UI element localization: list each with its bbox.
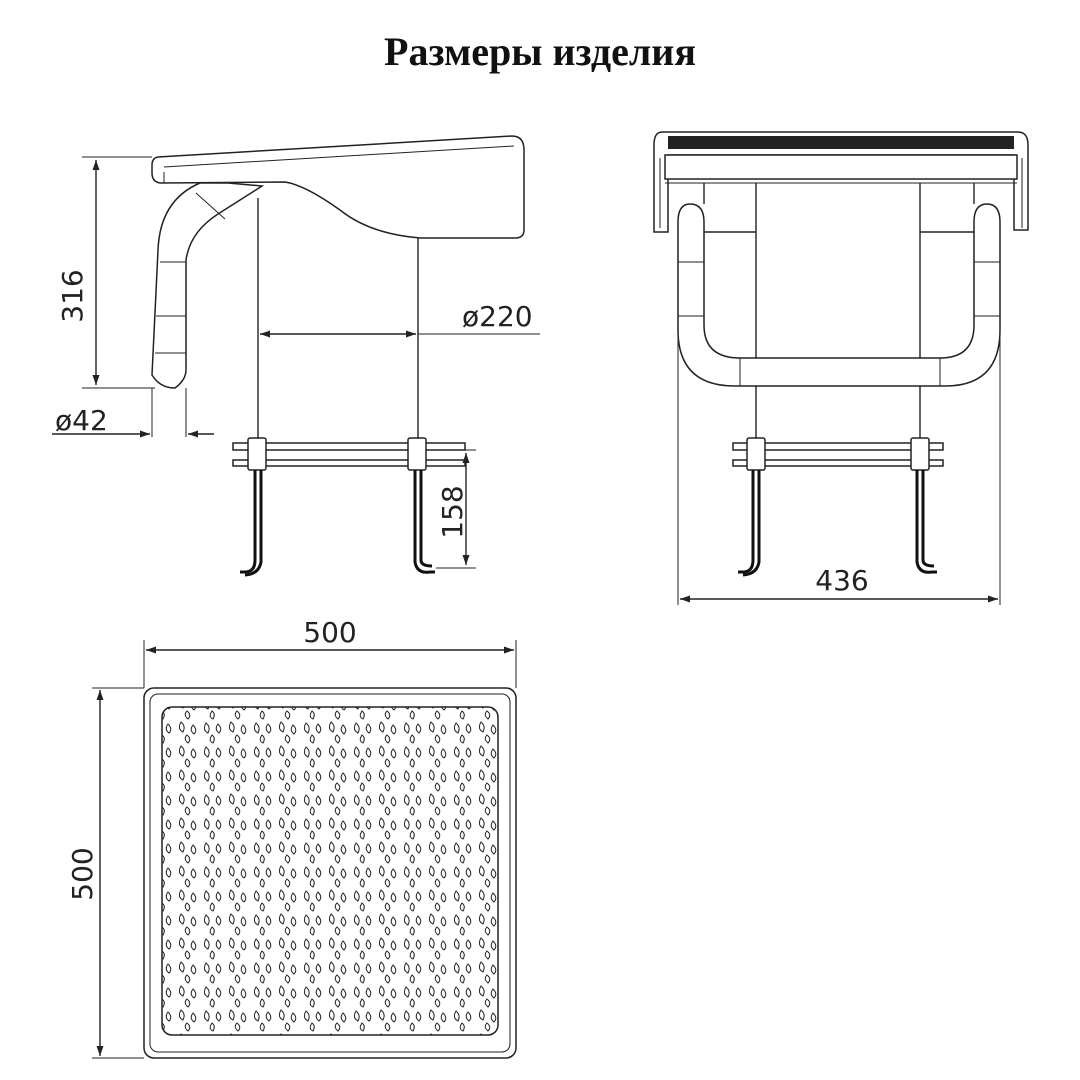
dim-316-label: 316 xyxy=(56,269,89,322)
dim-158-label: 158 xyxy=(436,485,469,538)
front-u-frame xyxy=(677,203,1001,387)
dim-42-label: 42 xyxy=(72,404,108,437)
dim-220-label: 220 xyxy=(479,300,532,333)
drop-pattern xyxy=(162,707,498,1035)
svg-text:ø220: ø220 xyxy=(462,300,533,333)
front-view: 436 xyxy=(653,131,1029,605)
top-view: 500 500 xyxy=(66,616,517,1059)
page-title: Размеры изделия xyxy=(384,29,696,74)
side-tube xyxy=(151,182,265,389)
dim-500-width-label: 500 xyxy=(303,616,356,649)
side-seat-plate xyxy=(151,135,525,239)
diameter-symbol: ø xyxy=(55,404,72,437)
svg-text:ø42: ø42 xyxy=(55,404,108,437)
diameter-symbol-2: ø xyxy=(462,300,479,333)
dim-500-depth-label: 500 xyxy=(66,847,99,900)
dim-436-label: 436 xyxy=(815,564,868,597)
side-view: 316 ø42 ø220 158 xyxy=(52,135,540,577)
